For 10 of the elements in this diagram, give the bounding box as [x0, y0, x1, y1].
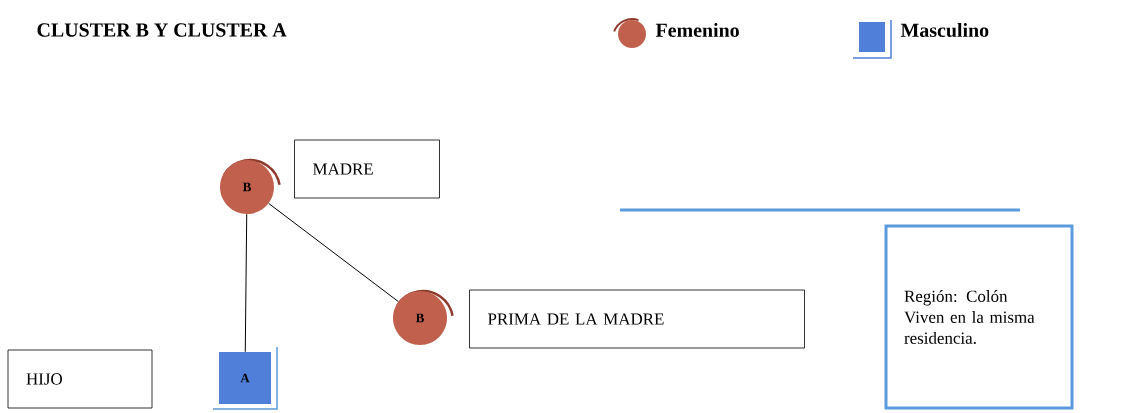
label-box: PRIMA DE LA MADRE — [469, 289, 805, 349]
legend-label: Femenino — [655, 23, 739, 37]
note-box: Región: Colón Viven en la misma residencia. — [884, 224, 1074, 410]
connector-line — [268, 202, 399, 303]
label-box: HIJO — [7, 349, 153, 409]
title: CLUSTER B Y CLUSTER A — [37, 23, 287, 37]
label-box: MADRE — [294, 139, 440, 199]
person-square: A — [212, 346, 278, 410]
connector-line — [244, 213, 248, 353]
legend-label: Masculino — [900, 22, 989, 38]
